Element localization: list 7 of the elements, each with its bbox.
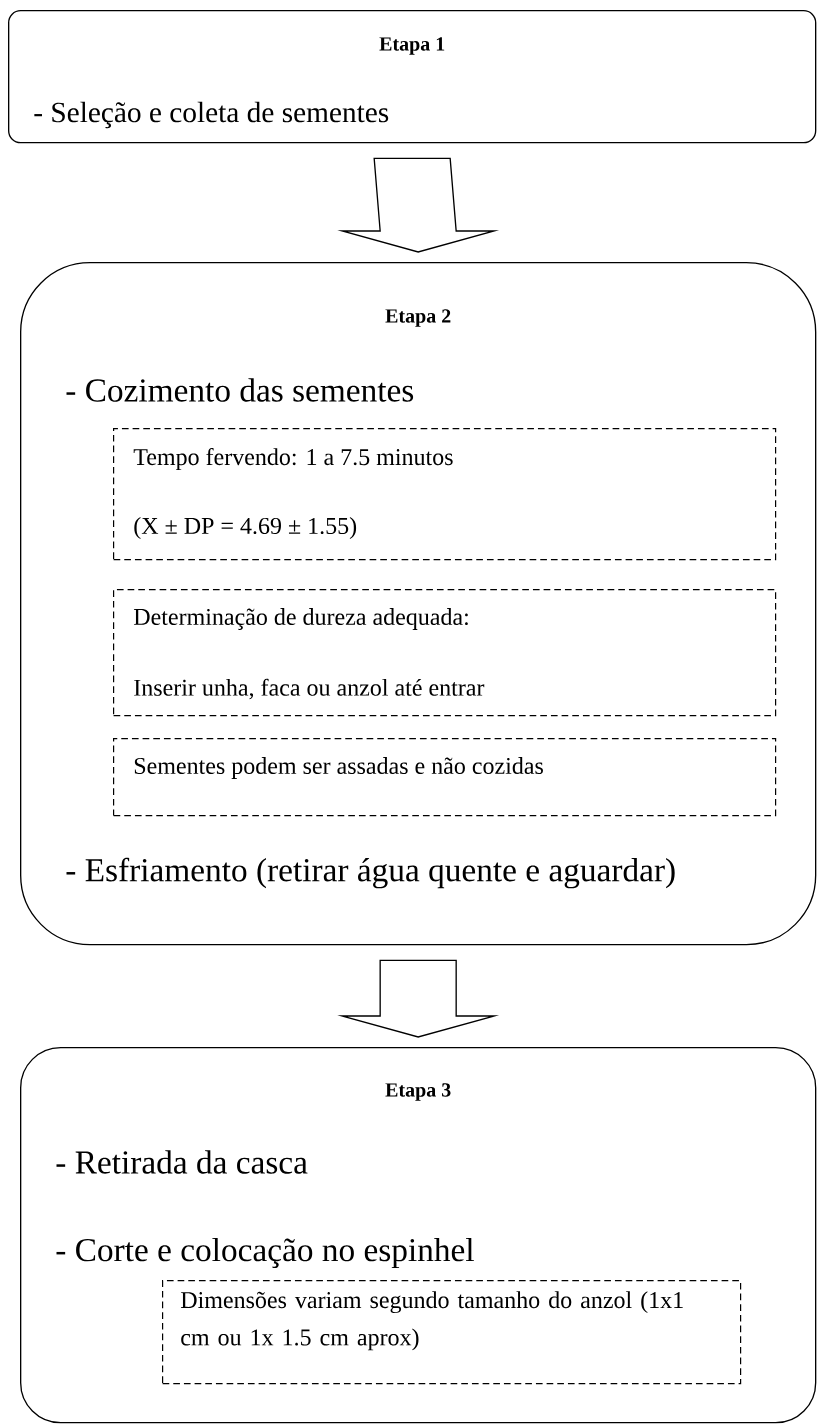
note-box: Determinação de dureza adequada: Inserir unha, faca ou anzol até entrar <box>113 589 777 717</box>
note-box: Tempo fervendo: 1 a 7.5 minutos (X ± DP = 4.69 ± 1.55) <box>113 428 777 561</box>
block-arrow <box>337 157 500 253</box>
stage-box: Etapa 1 - Seleção e coleta de sementes <box>8 10 817 144</box>
note-box: Dimensões variam segundo tamanho do anzol (1x1 cm ou 1x 1.5 cm aprox) <box>162 1280 742 1385</box>
note-box: Sementes podem ser assadas e não cozidas <box>113 738 777 817</box>
block-arrow <box>337 959 500 1038</box>
